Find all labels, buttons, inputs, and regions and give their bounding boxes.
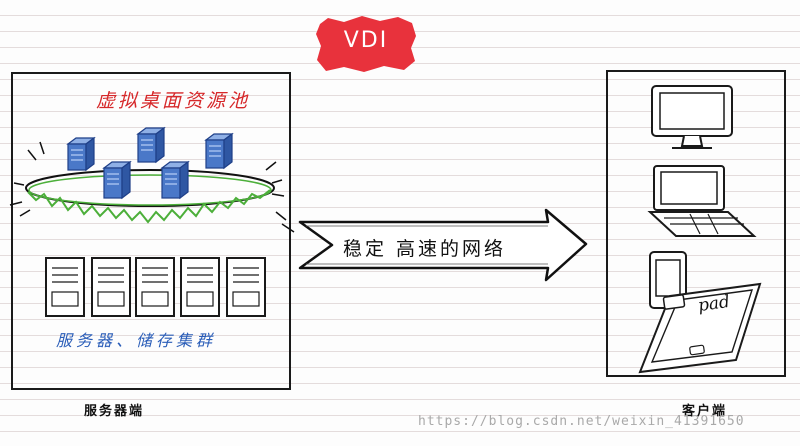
server-racks (45, 257, 266, 317)
server-rack-icon (180, 257, 220, 317)
laptop-icon (647, 165, 757, 237)
ring-glow-marks (9, 141, 295, 233)
server-rack-icon (226, 257, 266, 317)
resource-pool-ring (25, 169, 275, 207)
server-cluster-label: 服务器、储存集群 (56, 331, 217, 350)
server-side-box (11, 72, 291, 390)
vm-icon (66, 136, 96, 172)
vm-icon (160, 160, 190, 200)
network-label: 稳定 高速的网络 (343, 238, 507, 260)
tablet-icon (638, 282, 762, 374)
server-rack-icon (45, 257, 85, 317)
network-arrow (298, 208, 588, 282)
vdi-badge (316, 16, 416, 72)
server-rack-icon (91, 257, 131, 317)
virtual-desktop-pool-label: 虚拟桌面资源池 (96, 90, 251, 112)
vm-icon (102, 160, 132, 200)
vm-icon (136, 126, 166, 164)
virtual-machines (66, 126, 234, 200)
server-rack-icon (135, 257, 175, 317)
client-side-box (606, 70, 786, 377)
client-side-caption: 客户端 (682, 404, 728, 419)
vdi-badge-label: VDI (343, 28, 389, 53)
watermark-url: https://blog.csdn.net/weixin_41391650 (418, 414, 745, 429)
server-side-caption: 服务器端 (84, 404, 145, 419)
ring-zigzag (27, 189, 271, 224)
vm-icon (204, 132, 234, 170)
desktop-monitor-icon (651, 85, 733, 149)
